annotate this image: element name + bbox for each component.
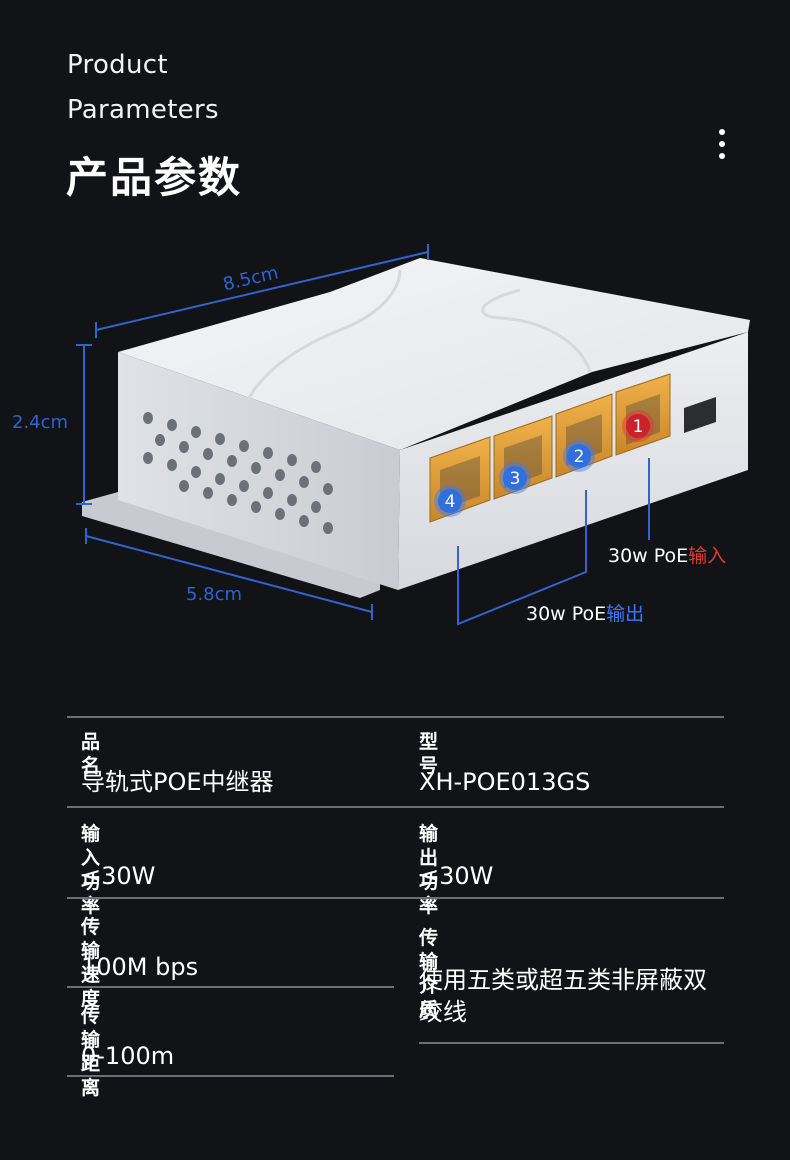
svg-text:4: 4 xyxy=(445,492,456,512)
divider xyxy=(67,806,724,808)
svg-text:2: 2 xyxy=(574,447,585,467)
callout-input-highlight: 输入 xyxy=(688,545,727,567)
divider xyxy=(419,1042,724,1044)
param-value: ≤30W xyxy=(81,862,156,890)
svg-text:3: 3 xyxy=(510,469,521,489)
port-badge-3: 3 xyxy=(499,462,531,494)
svg-text:5.8cm: 5.8cm xyxy=(186,584,242,605)
param-label: 传输距离 xyxy=(81,1005,101,1099)
callout-output-highlight: 输出 xyxy=(606,603,645,625)
param-label: 输入功率 xyxy=(81,823,101,917)
output-bracket xyxy=(457,490,587,626)
dimension-width: 5.8cm xyxy=(85,528,373,620)
svg-text:1: 1 xyxy=(633,417,644,437)
param-label: 输出功率 xyxy=(419,823,439,917)
param-value: 100M bps xyxy=(81,953,199,981)
port-badge-4: 4 xyxy=(434,485,466,517)
more-menu-icon[interactable] xyxy=(712,126,732,166)
param-value: 使用五类或超五类非屏蔽双绞线 xyxy=(419,966,707,1026)
divider xyxy=(67,986,394,988)
callout-poe-output: 30w PoE输出 xyxy=(526,602,644,626)
callout-poe-input: 30w PoE输入 xyxy=(608,544,726,568)
dc-power-jack xyxy=(684,397,716,433)
title-english-line1: Product xyxy=(67,50,168,80)
title-english-line2: Parameters xyxy=(67,95,219,125)
port-badge-1: 1 xyxy=(622,410,654,442)
table-bottom-divider xyxy=(67,1075,394,1077)
vent-grille xyxy=(143,412,333,534)
dimension-height: 2.4cm xyxy=(12,344,92,505)
divider xyxy=(67,897,724,899)
svg-text:2.4cm: 2.4cm xyxy=(12,412,68,433)
param-label: 传输介质 xyxy=(419,927,439,1021)
device-top xyxy=(118,258,750,450)
param-label: 传输速度 xyxy=(81,916,101,1010)
device-illustration: 1 2 3 4 8.5cm 2.4cm 5.8cm xyxy=(12,244,750,626)
param-value: 导轨式POE中继器 xyxy=(81,768,274,796)
param-value: 0-100m xyxy=(81,1042,175,1070)
svg-text:8.5cm: 8.5cm xyxy=(221,262,280,295)
table-top-divider xyxy=(67,716,724,718)
param-value: ≤30W xyxy=(419,862,494,890)
param-label: 品名 xyxy=(81,731,101,777)
port-badge-2: 2 xyxy=(563,440,595,472)
page-title: 产品参数 xyxy=(66,153,243,202)
callout-input-prefix: 30w PoE xyxy=(608,545,689,567)
rail-foot xyxy=(82,492,380,598)
callout-output-prefix: 30w PoE xyxy=(526,603,607,625)
param-value: XH-POE013GS xyxy=(419,768,591,796)
port-1 xyxy=(615,373,671,456)
param-label: 型号 xyxy=(419,731,439,777)
